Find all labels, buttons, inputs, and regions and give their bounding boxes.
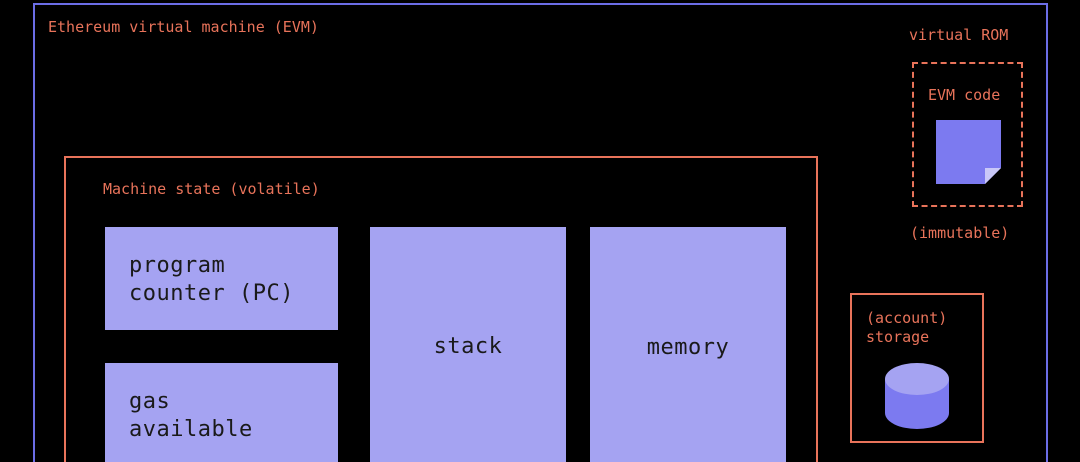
database-icon: [884, 362, 950, 430]
stack-label: stack: [433, 334, 503, 359]
rom-title: virtual ROM: [909, 26, 1009, 44]
program-counter-block: program counter (PC): [105, 227, 338, 330]
gas-available-block: gas available: [105, 363, 338, 462]
stack-block: stack: [370, 227, 566, 462]
program-counter-line1: program: [129, 253, 226, 278]
rom-frame: [912, 62, 1023, 207]
rom-immutable-note: (immutable): [910, 224, 1010, 242]
code-document-icon: [936, 120, 1002, 185]
machine-state-title: Machine state (volatile): [103, 180, 320, 198]
evm-frame: [33, 3, 1048, 462]
evm-title: Ethereum virtual machine (EVM): [48, 18, 319, 36]
storage-label-line1: (account): [866, 309, 948, 327]
memory-label: memory: [646, 335, 730, 360]
memory-block: memory: [590, 227, 786, 462]
machine-state-frame: [64, 156, 818, 462]
program-counter-line2: counter (PC): [129, 281, 294, 306]
gas-available-line2: available: [129, 417, 253, 442]
storage-frame: [850, 293, 984, 443]
evm-code-label: EVM code: [928, 86, 1001, 104]
storage-label-line2: storage: [866, 328, 930, 346]
gas-available-line1: gas: [129, 389, 171, 414]
